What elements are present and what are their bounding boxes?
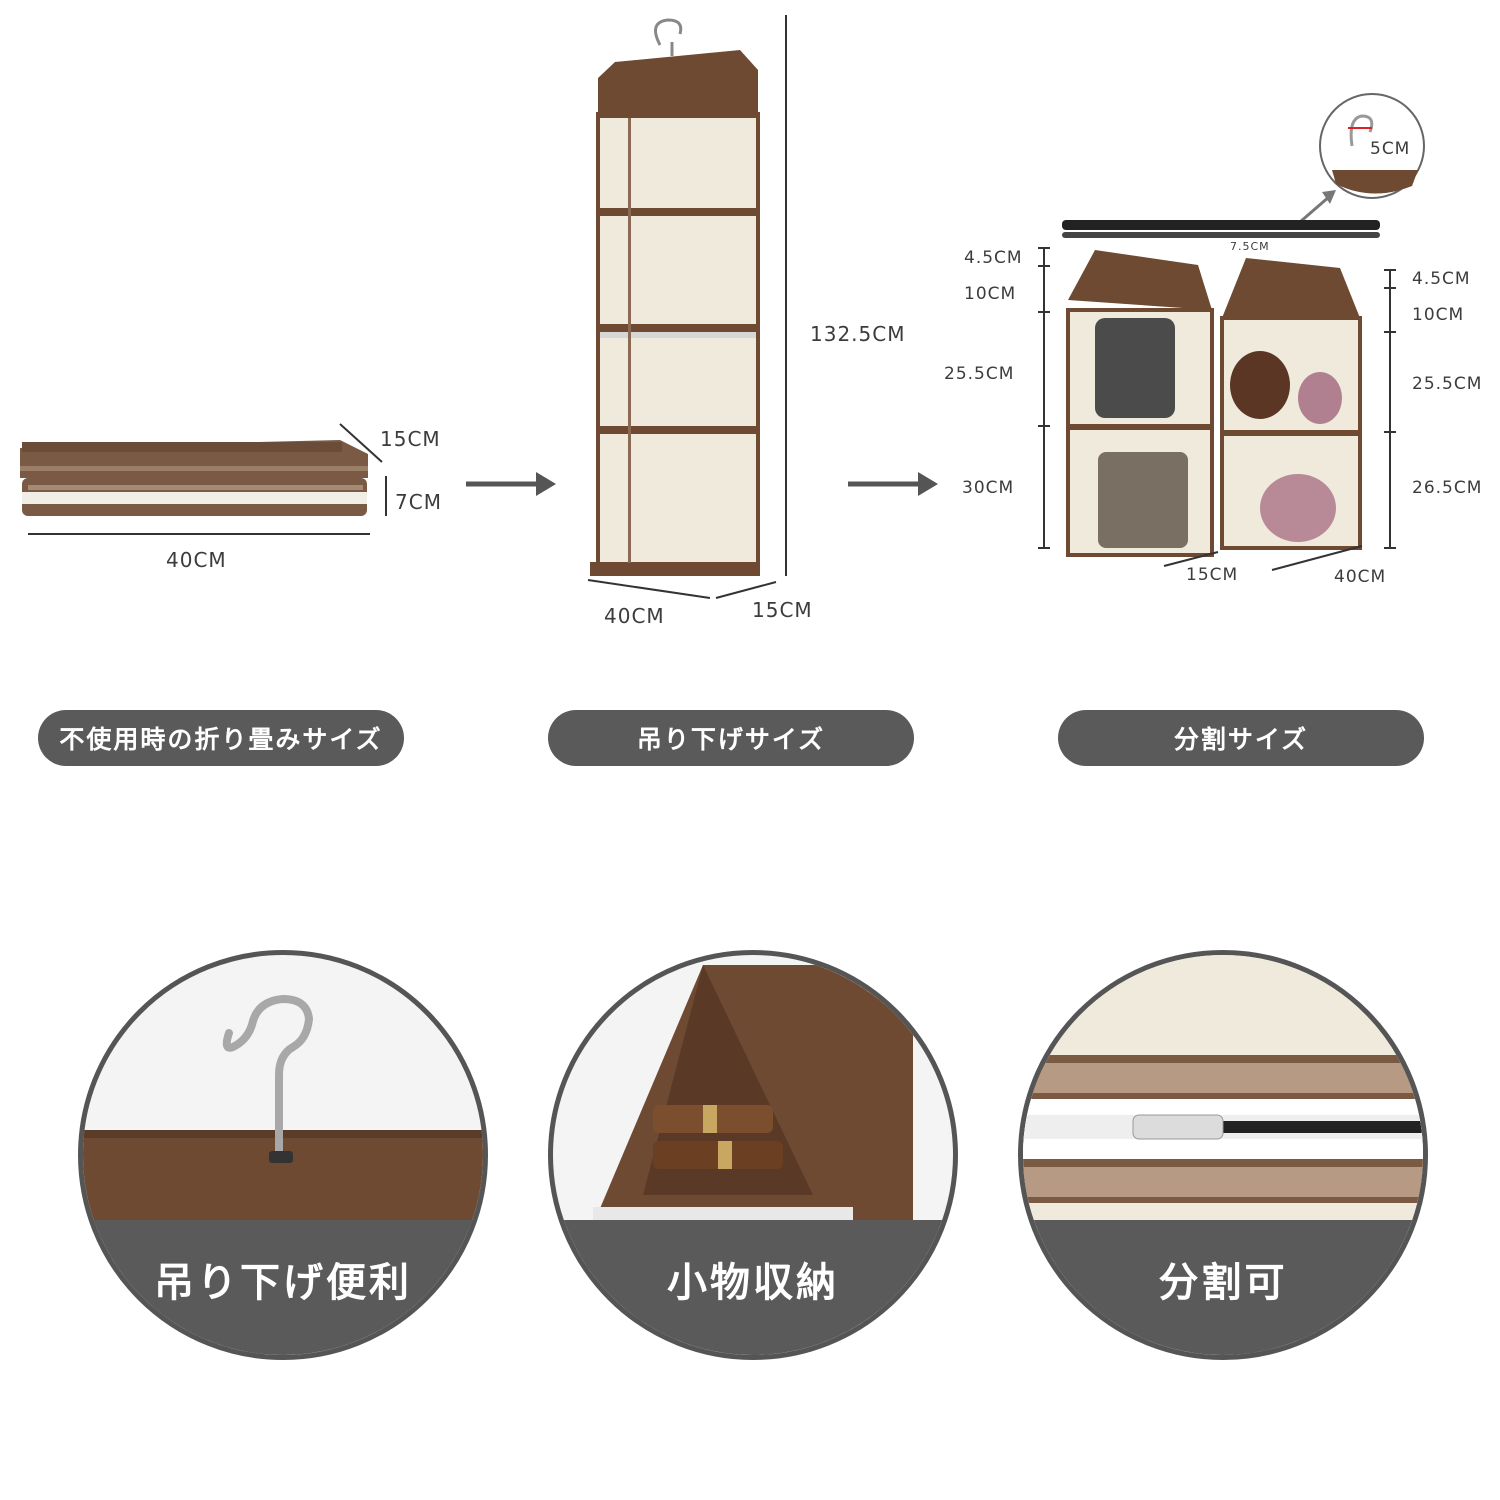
belt-pocket-icon (593, 965, 913, 1225)
feature-label: 分割可 (1023, 1220, 1423, 1355)
split-right-dim-3: 25.5CM (1412, 374, 1483, 394)
zipper-icon (1023, 955, 1423, 1235)
caption-hanging-size: 吊り下げサイズ (548, 710, 914, 766)
caption-folded-size: 不使用時の折り畳みサイズ (38, 710, 404, 766)
closet-rod (1062, 220, 1380, 238)
hook-gap-label: 5CM (1370, 139, 1411, 159)
folded-organizer (20, 440, 368, 516)
split-right-dim-2: 10CM (1412, 305, 1465, 325)
hanging-dimension-lines (587, 15, 787, 599)
feature-label: 吊り下げ便利 (83, 1220, 483, 1355)
product-diagrams (20, 15, 1425, 599)
feature-label: 小物収納 (553, 1220, 953, 1355)
hanging-organizer (590, 18, 760, 576)
feature-splittable: 分割可 (1018, 950, 1428, 1360)
split-left-dim-1: 4.5CM (964, 248, 1023, 268)
folded-width-label: 40CM (166, 548, 227, 572)
caption-split-size: 分割サイズ (1058, 710, 1424, 766)
split-width-label: 40CM (1334, 567, 1387, 587)
folded-depth-label: 15CM (380, 427, 441, 451)
feature-hanging: 吊り下げ便利 (78, 950, 488, 1360)
split-organizer-left (1066, 250, 1214, 557)
split-organizer-right (1220, 258, 1362, 550)
split-left-dim-2: 10CM (964, 284, 1017, 304)
hook-icon (83, 994, 483, 1230)
hanging-height-label: 132.5CM (810, 322, 906, 346)
arrow-right-icon (466, 472, 556, 496)
feature-small-storage: 小物収納 (548, 950, 958, 1360)
hanger-gap-label: 7.5CM (1230, 240, 1270, 253)
folded-dimension-lines (28, 423, 387, 535)
split-left-dim-4: 30CM (962, 478, 1015, 498)
split-left-dim-3: 25.5CM (944, 364, 1015, 384)
folded-height-label: 7CM (395, 490, 442, 514)
arrow-right-icon (848, 472, 938, 496)
split-right-dim-1: 4.5CM (1412, 269, 1471, 289)
split-dimension-lines (1038, 247, 1396, 571)
hanging-depth-label: 15CM (752, 598, 813, 622)
hook-zoom-detail (1299, 93, 1425, 224)
split-depth-label: 15CM (1186, 565, 1239, 585)
hanging-width-label: 40CM (604, 604, 665, 628)
split-right-dim-4: 26.5CM (1412, 478, 1483, 498)
